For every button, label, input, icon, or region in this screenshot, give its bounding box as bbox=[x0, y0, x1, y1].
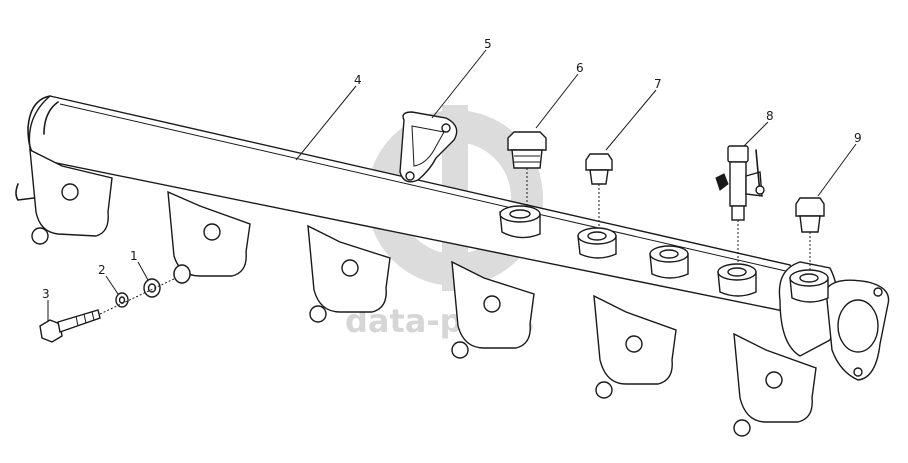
callout-6: 6 bbox=[576, 61, 584, 75]
callout-8: 8 bbox=[766, 109, 774, 123]
leader-7 bbox=[605, 89, 657, 151]
port-4-bolt-bottom bbox=[451, 341, 469, 359]
bolt-shank bbox=[57, 309, 101, 333]
callout-2: 2 bbox=[98, 263, 106, 277]
leader-1 bbox=[137, 261, 149, 281]
outlet-hole-bottom bbox=[853, 367, 863, 377]
boss-5 bbox=[789, 269, 829, 303]
outlet-hole-top bbox=[873, 287, 883, 297]
port-6 bbox=[733, 332, 817, 437]
port-4 bbox=[451, 260, 535, 359]
valve-thread bbox=[731, 205, 745, 221]
callout-4: 4 bbox=[354, 73, 362, 87]
callout-1: 1 bbox=[130, 249, 138, 263]
plug-end-hex bbox=[795, 197, 825, 217]
port-6-bolt-bottom bbox=[733, 419, 751, 437]
leader-5 bbox=[431, 49, 487, 119]
valve-side-nut bbox=[715, 173, 729, 191]
valve-body bbox=[729, 161, 747, 207]
boss-1-hole bbox=[509, 209, 531, 219]
port-1-stub bbox=[15, 183, 35, 201]
boss-2 bbox=[577, 227, 617, 259]
boss-4-hole bbox=[727, 267, 747, 277]
bolt-thread-1 bbox=[75, 315, 79, 327]
boss-5-hole bbox=[799, 273, 819, 283]
gasket-hole-top bbox=[441, 123, 451, 133]
leader-9 bbox=[817, 143, 857, 197]
tube-body bbox=[28, 95, 810, 317]
plug-large bbox=[507, 131, 547, 206]
port-5-bolt-top bbox=[625, 335, 643, 353]
plug-large-thread bbox=[511, 149, 543, 169]
boss-2-hole bbox=[587, 231, 607, 241]
leader-4 bbox=[295, 85, 357, 161]
manifold-tube bbox=[27, 95, 810, 317]
boss-1 bbox=[499, 205, 541, 239]
tube-end-highlight bbox=[43, 101, 59, 135]
valve-lever-knob bbox=[755, 185, 765, 195]
boss-3-hole bbox=[659, 249, 679, 259]
plug-small-thread bbox=[589, 169, 609, 185]
plug-large-hex bbox=[507, 131, 547, 151]
callout-7: 7 bbox=[654, 77, 662, 91]
gasket-opening bbox=[411, 125, 445, 167]
callout-9: 9 bbox=[854, 131, 862, 145]
top-bosses bbox=[499, 205, 829, 303]
port-1 bbox=[15, 148, 113, 245]
port-2-bolt-top bbox=[203, 223, 221, 241]
leader-lines bbox=[47, 49, 857, 322]
valve-cap bbox=[727, 145, 749, 163]
gasket-hole-bottom bbox=[405, 171, 415, 181]
tube-highlight-line bbox=[59, 103, 791, 273]
lug-hole bbox=[173, 264, 191, 284]
port-3 bbox=[307, 224, 391, 323]
callout-3: 3 bbox=[42, 287, 50, 301]
drain-valve bbox=[715, 145, 765, 264]
port-1-bolt-top bbox=[61, 183, 79, 201]
plug-end-thread bbox=[799, 215, 821, 233]
port-5-bolt-bottom bbox=[595, 381, 613, 399]
port-1-bolt-bottom bbox=[31, 227, 49, 245]
callout-5: 5 bbox=[484, 37, 492, 51]
boss-3 bbox=[649, 245, 689, 279]
leader-8 bbox=[743, 121, 769, 147]
exhaust-ports bbox=[15, 148, 817, 437]
gasket bbox=[399, 111, 458, 183]
bolt-thread-3 bbox=[91, 311, 95, 321]
plug-small-hex bbox=[585, 153, 613, 171]
leader-2 bbox=[105, 275, 119, 295]
port-6-bolt-top bbox=[765, 371, 783, 389]
boss-4 bbox=[717, 263, 757, 297]
plug-end bbox=[795, 197, 825, 272]
outlet-bore bbox=[837, 299, 879, 353]
bolt-head bbox=[39, 319, 63, 343]
plug-small bbox=[585, 153, 613, 228]
fastener-set bbox=[39, 264, 191, 343]
port-5 bbox=[593, 294, 677, 399]
port-3-bolt-bottom bbox=[309, 305, 327, 323]
leader-6 bbox=[535, 73, 579, 129]
port-4-bolt-top bbox=[483, 295, 501, 313]
callouts: 1 2 3 4 5 6 7 8 9 bbox=[42, 37, 862, 301]
lock-washer-hole bbox=[118, 296, 126, 304]
port-3-bolt-top bbox=[341, 259, 359, 277]
bolt-thread-2 bbox=[83, 313, 87, 324]
